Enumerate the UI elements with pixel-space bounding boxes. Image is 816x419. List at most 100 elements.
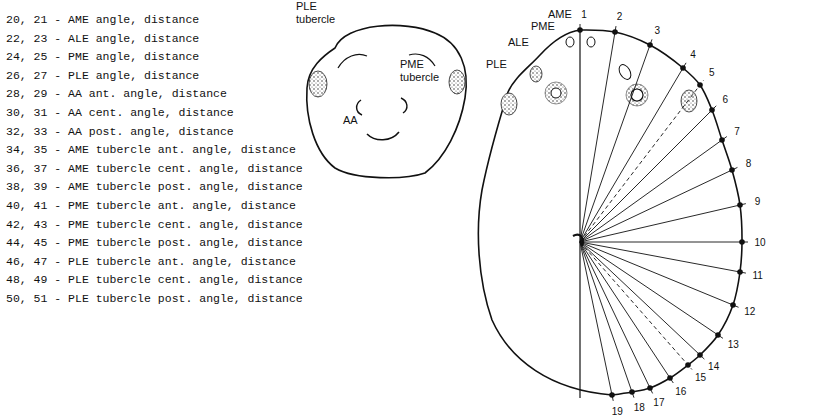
measurement-key: 30, 31 - AA cent. angle, distance (6, 106, 234, 120)
landmark-dot (577, 27, 583, 33)
aa-mark (401, 98, 407, 113)
landmark-dot (697, 352, 703, 358)
callout-number: 12 (744, 306, 755, 317)
tubercle-label: PME tubercle (400, 58, 452, 84)
measurement-ray (580, 242, 613, 401)
ple-tubercle (449, 70, 465, 94)
callout-number: 15 (695, 372, 706, 383)
eye-label: AME (548, 8, 572, 21)
measurement-ray (580, 242, 653, 393)
measurement-key: 46, 47 - PLE tubercle ant. angle, distan… (6, 255, 296, 269)
landmark-dot (709, 107, 715, 113)
carapace-outline (580, 30, 742, 395)
callout-number: 13 (728, 338, 739, 349)
callout-number: 17 (653, 397, 664, 408)
ple-eye (681, 90, 697, 112)
landmark-dot (680, 65, 686, 71)
measurement-key: 24, 25 - PME angle, distance (6, 50, 199, 64)
landmark-dot (739, 239, 745, 245)
measurement-key: 32, 33 - AA post. angle, distance (6, 125, 234, 139)
ple-tubercle (309, 71, 327, 97)
landmark-dot (737, 269, 743, 275)
ame-eye (587, 37, 595, 47)
landmark-dot (729, 167, 735, 173)
tubercle-label: PLE tubercle (296, 0, 346, 26)
callout-number: 4 (690, 49, 696, 60)
measurement-ray (580, 242, 673, 383)
landmark-dot (685, 362, 691, 368)
measurement-key: 28, 29 - AA ant. angle, distance (6, 87, 227, 101)
callout-number: 16 (675, 386, 686, 397)
measurement-ray (580, 242, 692, 370)
carapace-outline (307, 25, 467, 177)
landmark-dot (730, 302, 736, 308)
callout-number: 7 (734, 125, 740, 136)
aa-mark (357, 100, 362, 115)
measurement-ray (580, 137, 727, 243)
ple-eye (501, 93, 517, 115)
callout-number: 9 (755, 196, 761, 207)
callout-number: 10 (754, 237, 765, 248)
pme-tubercle (545, 82, 567, 104)
measurement-key: 38, 39 - AME tubercle post. angle, dista… (6, 180, 303, 194)
measurement-rays (577, 24, 748, 401)
callout-number: 1 (581, 9, 587, 20)
pme-eye (631, 89, 643, 101)
measurement-ray (580, 204, 746, 242)
pme-eye (551, 88, 561, 98)
measurement-ray (580, 242, 746, 273)
measurement-key: 36, 37 - AME tubercle cent. angle, dista… (6, 162, 303, 176)
mouth-mark (367, 132, 399, 140)
landmark-dot (719, 137, 725, 143)
measurement-key: 48, 49 - PLE tubercle cent. angle, dista… (6, 273, 303, 287)
measurement-key: 50, 51 - PLE tubercle post. angle, dista… (6, 292, 303, 306)
landmark-dot (667, 375, 673, 381)
callout-number: 18 (634, 402, 645, 413)
ale-eye (530, 66, 542, 82)
callout-number: 5 (709, 67, 715, 78)
measurement-ray (580, 24, 581, 242)
front-view (307, 25, 467, 177)
tubercle-ridge (338, 55, 367, 69)
midline (579, 30, 580, 398)
landmark-dot (715, 332, 721, 338)
callout-number: 11 (753, 269, 763, 280)
landmark-dot (737, 202, 743, 208)
callout-number: 8 (746, 158, 752, 169)
structure-label: AA (343, 114, 358, 127)
landmark-dot (647, 385, 653, 391)
measurement-key: 42, 43 - PME tubercle cent. angle, dista… (6, 218, 303, 232)
landmark-dot (612, 29, 618, 35)
measurement-ray (580, 39, 652, 242)
landmark-dot (609, 392, 615, 398)
callout-number: 3 (655, 24, 661, 35)
measurement-ray (580, 242, 739, 307)
callout-number: 19 (612, 405, 623, 416)
measurement-key: 22, 23 - ALE angle, distance (6, 32, 199, 46)
measurement-key: 26, 27 - PLE angle, distance (6, 69, 199, 83)
landmark-dot (647, 42, 653, 48)
ale-eye (617, 63, 634, 82)
callout-number: 6 (723, 93, 729, 104)
carapace-outline (478, 30, 612, 395)
eye-label: PME (531, 20, 555, 33)
eye-label: ALE (508, 36, 529, 49)
measurement-ray (580, 242, 634, 398)
measurement-key: 20, 21 - AME angle, distance (6, 13, 199, 27)
eye-label: PLE (486, 58, 507, 71)
callout-number: 2 (617, 11, 623, 22)
ame-eye (566, 37, 574, 47)
measurement-key: 34, 35 - AME tubercle ant. angle, distan… (6, 143, 296, 157)
measurement-ray (580, 242, 704, 359)
landmark-dot (697, 82, 703, 88)
measurement-ray (580, 167, 737, 242)
landmark-dot (629, 389, 635, 395)
measurement-key: 40, 41 - PME tubercle ant. angle, distan… (6, 199, 296, 213)
measurement-ray (580, 106, 716, 242)
measurement-ray (580, 242, 748, 243)
callout-number: 14 (708, 360, 719, 371)
measurement-key: 44, 45 - PME tubercle post. angle, dista… (6, 236, 303, 250)
measurement-ray (580, 26, 616, 242)
